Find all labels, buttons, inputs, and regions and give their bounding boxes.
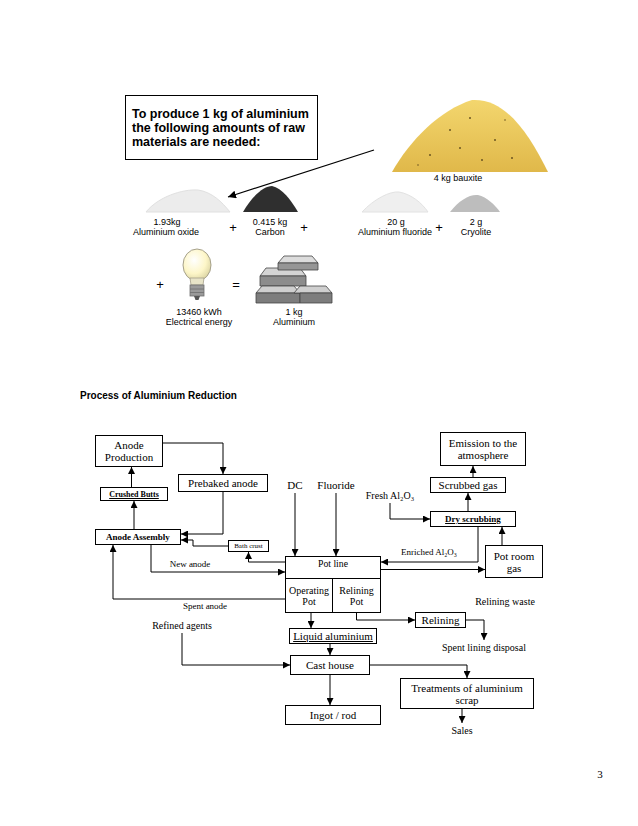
annotation-label: Aluminium xyxy=(273,317,315,327)
aluminium-ingot-icon xyxy=(256,256,332,303)
flow-arrow xyxy=(330,675,331,705)
annotation-label: Refined agents xyxy=(152,620,212,631)
box-text: Relining xyxy=(422,614,460,626)
flow-arrow xyxy=(468,493,469,511)
flow-arrow xyxy=(370,665,467,678)
box-text: Anode Production xyxy=(99,439,159,463)
pot-section-box: Relining Pot xyxy=(332,578,381,613)
leader-arrow xyxy=(182,633,290,665)
box-text: Operating Pot xyxy=(287,585,331,607)
process-box: Treatments of aluminium scrap xyxy=(400,678,534,709)
annotation-label: Carbon xyxy=(255,227,285,237)
annotation-label: Spent lining disposal xyxy=(442,642,526,653)
flow-arrow xyxy=(473,466,474,477)
box-text: Emission to the atmosphere xyxy=(444,437,522,461)
box-text: Bath crust xyxy=(234,542,263,550)
annotation-label: Fluoride xyxy=(317,479,354,491)
leader-arrow xyxy=(462,709,463,723)
annotation-label: 20 g xyxy=(387,217,405,227)
annotation-label: + xyxy=(156,277,164,292)
annotation-label: 2 g xyxy=(470,217,483,227)
bauxite-speckles xyxy=(417,117,513,166)
pot-line-box: Pot lineOperating PotRelining Pot xyxy=(285,556,381,613)
box-text: Dry scrubbing xyxy=(445,514,501,524)
box-text: Liquid aluminium xyxy=(293,630,373,642)
annotation-label: 1 kg xyxy=(285,307,302,317)
flow-arrow xyxy=(502,527,503,545)
flow-arrow xyxy=(381,569,485,570)
annotation-label: = xyxy=(232,277,240,292)
box-text: Prebaked anode xyxy=(188,477,258,489)
annotation-label: 4 kg bauxite xyxy=(434,173,483,183)
annotation-label: Cryolite xyxy=(461,227,492,237)
process-box: Liquid aluminium xyxy=(289,628,377,644)
process-box: Ingot / rod xyxy=(285,705,381,725)
carbon-pile xyxy=(243,186,298,212)
edge-label: Spent anode xyxy=(182,601,228,611)
flow-arrow xyxy=(131,467,132,487)
box-text: Relining Pot xyxy=(334,585,379,607)
box-text: Scrubbed gas xyxy=(439,479,498,491)
process-box: Crushed Butts xyxy=(100,487,168,501)
annotation-label: Fresh Al₂O₃ xyxy=(366,490,414,501)
page-number: 3 xyxy=(597,768,603,780)
annotation-label: 0.415 kg xyxy=(253,217,288,227)
process-box: Dry scrubbing xyxy=(430,511,516,527)
box-text: Crushed Butts xyxy=(109,490,159,499)
box-text: Treatments of aluminium scrap xyxy=(404,682,530,706)
flow-arrow xyxy=(134,501,135,529)
annotation-label: + xyxy=(300,220,308,235)
leader-arrow xyxy=(295,493,296,556)
box-text: Cast house xyxy=(306,659,354,671)
leader-arrow xyxy=(336,493,337,556)
note-box: To produce 1 kg of aluminium the followi… xyxy=(125,95,318,160)
box-text: Pot line xyxy=(318,558,348,569)
flow-arrow xyxy=(181,540,228,546)
flow-arrow xyxy=(113,545,285,599)
flow-arrow xyxy=(330,644,331,655)
flow-arrow xyxy=(163,443,223,474)
bauxite-pile xyxy=(392,100,548,172)
section-heading: Process of Aluminium Reduction xyxy=(80,390,237,401)
annotation-label: Aluminium fluoride xyxy=(358,227,432,237)
box-text: Anode Assembly xyxy=(106,532,170,542)
leader-arrow xyxy=(390,503,430,519)
flow-arrow xyxy=(181,492,223,534)
annotation-label: Electrical energy xyxy=(166,317,233,327)
annotation-label: Aluminium oxide xyxy=(133,227,199,237)
annotation-label: Sales xyxy=(451,725,472,736)
flow-arrow xyxy=(357,613,416,620)
pot-section-box: Operating Pot xyxy=(285,578,333,613)
box-text: Pot room gas xyxy=(489,550,539,574)
process-box: Relining xyxy=(415,612,466,628)
annotation-label: + xyxy=(435,220,443,235)
flow-arrow xyxy=(311,613,312,628)
process-box: Pot room gas xyxy=(485,545,543,578)
process-box: Anode Production xyxy=(95,435,163,467)
process-box: Anode Assembly xyxy=(95,529,181,545)
process-box: Prebaked anode xyxy=(178,474,268,492)
edge-label: Enriched Al₂O₃ xyxy=(400,547,458,557)
process-box: Scrubbed gas xyxy=(430,477,506,493)
alumina-pile xyxy=(146,190,230,212)
flow-arrow xyxy=(249,552,286,562)
annotation-label: 1.93kg xyxy=(153,217,180,227)
flow-arrow xyxy=(381,527,478,562)
light-bulb-icon xyxy=(183,249,211,300)
process-box: Cast house xyxy=(290,655,370,675)
aluminium-fluoride-pile xyxy=(362,192,428,212)
annotation-label: + xyxy=(229,220,237,235)
annotation-label: Relining waste xyxy=(475,596,535,607)
edge-label: New anode xyxy=(169,559,212,569)
annotation-label: DC xyxy=(287,479,302,491)
annotation-label: 13460 kWh xyxy=(176,307,222,317)
box-text: Ingot / rod xyxy=(310,709,356,721)
process-box: Bath crust xyxy=(228,540,269,552)
box-text: To produce 1 kg of aluminium the followi… xyxy=(132,107,311,149)
leader-arrow xyxy=(466,620,484,640)
process-box: Emission to the atmosphere xyxy=(440,432,526,466)
cryolite-pile xyxy=(450,195,500,212)
